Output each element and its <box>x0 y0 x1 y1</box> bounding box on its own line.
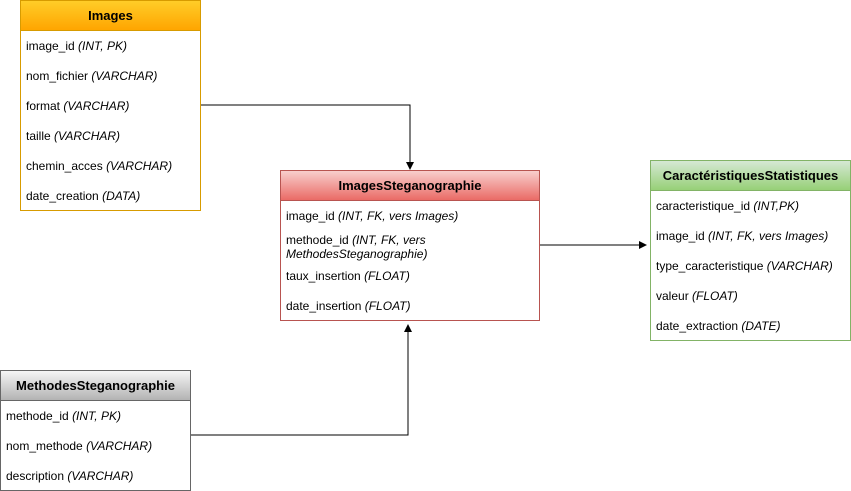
field-type: (DATE) <box>741 319 781 333</box>
field-type: (INT, PK) <box>78 39 127 53</box>
field-type: (VARCHAR) <box>63 99 130 113</box>
field-type: (VARCHAR) <box>106 159 173 173</box>
field-name: date_insertion <box>286 299 362 313</box>
field-row: nom_fichier (VARCHAR) <box>21 61 200 91</box>
connector-methodes-to-steg <box>191 324 412 436</box>
field-row: date_creation (DATA) <box>21 181 200 211</box>
field-row: image_id (INT, FK, vers Images) <box>651 221 850 251</box>
entity-methodes-steganographie[interactable]: MethodesSteganographie methode_id (INT, … <box>0 370 191 491</box>
field-type: (VARCHAR) <box>766 259 833 273</box>
field-name: chemin_acces <box>26 159 103 173</box>
field-name: image_id <box>26 39 75 53</box>
entity-caracteristiques-statistiques[interactable]: CaractéristiquesStatistiques caracterist… <box>650 160 851 341</box>
entity-images-steganographie[interactable]: ImagesSteganographie image_id (INT, FK, … <box>280 170 540 321</box>
field-name: type_caracteristique <box>656 259 764 273</box>
field-name: caracteristique_id <box>656 199 751 213</box>
field-name: date_creation <box>26 189 99 203</box>
field-row: image_id (INT, PK) <box>21 31 200 61</box>
field-name: taille <box>26 129 51 143</box>
entity-title: MethodesSteganographie <box>1 371 190 401</box>
field-name: valeur <box>656 289 689 303</box>
field-name: date_extraction <box>656 319 739 333</box>
field-type: (FLOAT) <box>364 269 410 283</box>
field-name: nom_methode <box>6 439 83 453</box>
field-type: (DATA) <box>102 189 141 203</box>
field-row: valeur (FLOAT) <box>651 281 850 311</box>
field-row: date_extraction (DATE) <box>651 311 850 341</box>
field-name: image_id <box>286 209 335 223</box>
field-row: type_caracteristique (VARCHAR) <box>651 251 850 281</box>
field-name: taux_insertion <box>286 269 361 283</box>
field-type: (FLOAT) <box>692 289 738 303</box>
field-name: methode_id <box>286 233 349 247</box>
entity-title: Images <box>21 1 200 31</box>
entity-title: CaractéristiquesStatistiques <box>651 161 850 191</box>
field-row: image_id (INT, FK, vers Images) <box>281 201 539 231</box>
field-type: (VARCHAR) <box>54 129 121 143</box>
field-row: caracteristique_id (INT,PK) <box>651 191 850 221</box>
field-type: (VARCHAR) <box>91 69 158 83</box>
field-name: format <box>26 99 61 113</box>
field-type: (FLOAT) <box>364 299 411 313</box>
entity-title: ImagesSteganographie <box>281 171 539 201</box>
field-type: (VARCHAR) <box>86 439 153 453</box>
connector-images-to-steg <box>201 104 414 170</box>
field-row: taux_insertion (FLOAT) <box>281 261 539 291</box>
field-type: (INT, FK, vers Images) <box>338 209 459 223</box>
field-name: nom_fichier <box>26 69 89 83</box>
field-type: (INT,PK) <box>753 199 799 213</box>
field-row: description (VARCHAR) <box>1 461 190 491</box>
field-name: image_id <box>656 229 705 243</box>
field-row: nom_methode (VARCHAR) <box>1 431 190 461</box>
field-row: date_insertion (FLOAT) <box>281 291 539 321</box>
field-row: chemin_acces (VARCHAR) <box>21 151 200 181</box>
field-row: methode_id (INT, PK) <box>1 401 190 431</box>
field-row: taille (VARCHAR) <box>21 121 200 151</box>
field-name: methode_id <box>6 409 69 423</box>
entity-images[interactable]: Images image_id (INT, PK) nom_fichier (V… <box>20 0 201 211</box>
field-name: description <box>6 469 65 483</box>
field-type: (INT, PK) <box>72 409 121 423</box>
field-type: (VARCHAR) <box>67 469 134 483</box>
field-row: methode_id (INT, FK, vers MethodesStegan… <box>281 231 539 261</box>
field-type: (INT, FK, vers Images) <box>708 229 829 243</box>
field-type: (INT, FK, vers MethodesSteganographie) <box>286 233 428 261</box>
field-row: format (VARCHAR) <box>21 91 200 121</box>
